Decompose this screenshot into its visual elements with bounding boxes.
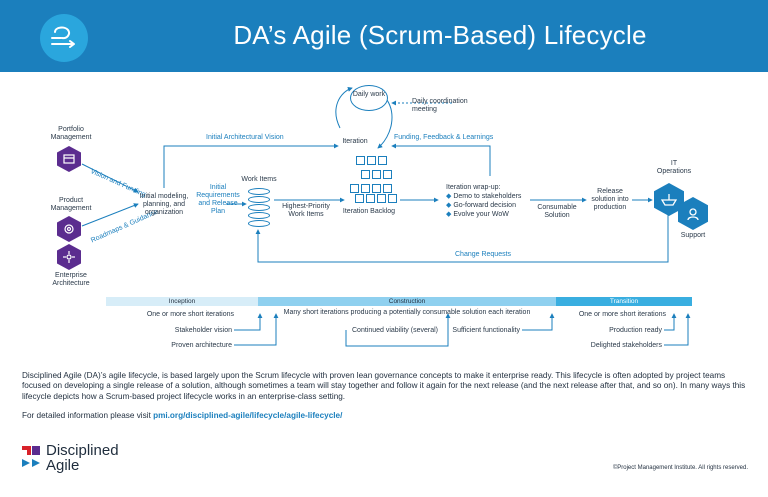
phase-transition: Transition xyxy=(556,297,692,306)
support-label: Support xyxy=(680,232,706,239)
backlog-item xyxy=(378,156,387,165)
backlog-item xyxy=(372,170,381,179)
inception-note: One or more short iterations xyxy=(146,311,234,318)
initial-requirements-label: Initial Requirements and Release Plan xyxy=(196,184,240,215)
daily-coordination-label: Daily coordination meeting xyxy=(412,98,468,113)
change-requests-label: Change Requests xyxy=(455,251,512,258)
backlog-item xyxy=(377,194,386,203)
highest-priority-label: Highest-Priority Work Items xyxy=(282,203,330,218)
milestone-production-ready: Production ready xyxy=(609,327,662,334)
phase-inception: Inception xyxy=(106,297,258,306)
more-info-line: For detailed information please visit pm… xyxy=(22,411,343,420)
support-icon xyxy=(678,197,708,230)
initial-modeling-label: Initial modeling, planning, and organiza… xyxy=(139,193,189,216)
backlog-item xyxy=(361,170,370,179)
wrapup-item: ◆ Evolve your WoW xyxy=(446,211,509,218)
copyright: ©Project Management Institute. All right… xyxy=(612,465,748,471)
backlog-item xyxy=(372,184,381,193)
construction-note: Many short iterations producing a potent… xyxy=(283,309,531,316)
backlog-item xyxy=(361,184,370,193)
lifecycle-link[interactable]: pmi.org/disciplined-agile/lifecycle/agil… xyxy=(153,411,343,420)
backlog-item xyxy=(388,194,397,203)
milestone-proven-architecture: Proven architecture xyxy=(171,342,232,349)
iteration-label: Iteration xyxy=(342,138,368,145)
page-title: DA’s Agile (Scrum-Based) Lifecycle xyxy=(233,20,647,50)
flow-arrows xyxy=(81,86,691,347)
backlog-item xyxy=(383,184,392,193)
disciplined-agile-logo-icon xyxy=(22,446,40,467)
backlog-item xyxy=(350,184,359,193)
milestone-stakeholder-vision: Stakeholder vision xyxy=(174,327,232,334)
transition-note: One or more short iterations xyxy=(578,311,666,318)
work-item-disk xyxy=(248,196,270,203)
wrapup-item: ◆ Demo to stakeholders xyxy=(446,193,522,200)
work-item-disk xyxy=(248,204,270,211)
milestone-continued-viability: Continued viability (several) xyxy=(352,327,438,334)
wrapup-item: ◆ Go-forward decision xyxy=(446,202,516,209)
backlog-item xyxy=(367,156,376,165)
daily-work-label: Daily work xyxy=(352,91,386,98)
wrapup-title: Iteration wrap-up: xyxy=(446,184,501,191)
backlog-item xyxy=(366,194,375,203)
iteration-backlog-label: Iteration Backlog xyxy=(342,208,396,215)
logo-text: Disciplined Agile xyxy=(46,442,119,474)
lifecycle-loop-icon xyxy=(40,14,88,62)
daily-work-circle xyxy=(350,85,388,111)
description-paragraph: Disciplined Agile (DA)’s agile lifecycle… xyxy=(22,371,746,401)
it-operations-label: IT Operations xyxy=(656,160,692,175)
funding-feedback-label: Funding, Feedback & Learnings xyxy=(394,134,494,141)
release-label: Release solution into production xyxy=(591,188,629,211)
work-item-disk xyxy=(248,212,270,219)
backlog-item xyxy=(356,156,365,165)
backlog-item xyxy=(383,170,392,179)
consumable-solution-label: Consumable Solution xyxy=(537,204,577,219)
work-item-disk xyxy=(248,220,270,227)
milestone-delighted-stakeholders: Delighted stakeholders xyxy=(590,342,662,349)
phase-construction: Construction xyxy=(258,297,556,306)
work-items-label: Work Items xyxy=(241,176,277,183)
milestone-sufficient-functionality: Sufficient functionality xyxy=(452,327,520,334)
backlog-item xyxy=(355,194,364,203)
work-item-disk xyxy=(248,188,270,195)
enterprise-architecture-label: Enterprise Architecture xyxy=(52,272,90,287)
initial-arch-vision-label: Initial Architectural Vision xyxy=(206,134,284,141)
header-banner: DA’s Agile (Scrum-Based) Lifecycle xyxy=(0,0,768,72)
portfolio-management-label: Portfolio Management xyxy=(50,126,92,141)
product-management-label: Product Management xyxy=(50,197,92,212)
